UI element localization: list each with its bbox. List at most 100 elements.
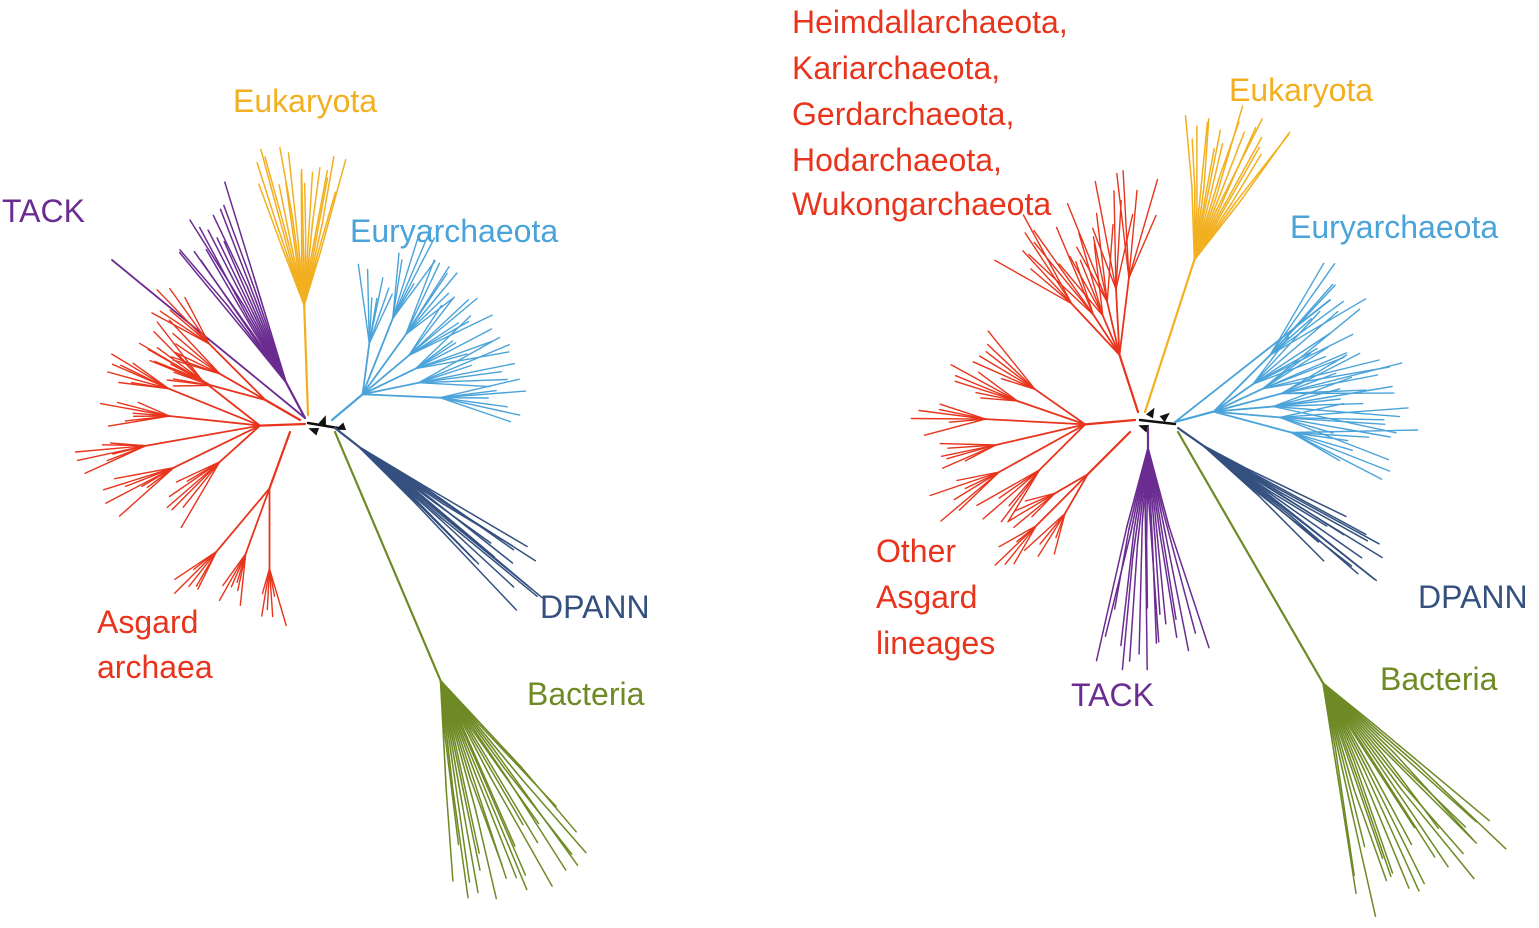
left-eukaryota-leaf bbox=[260, 148, 291, 258]
right-dpann-leaf bbox=[1249, 470, 1367, 536]
left-tack-leaf bbox=[223, 204, 255, 289]
right-heimdallarchaeota-branch bbox=[1101, 314, 1121, 356]
right-other-asgard-lower-leaf bbox=[1007, 492, 1056, 523]
left-euryarchaeota-leaf bbox=[392, 237, 436, 320]
right-euryarchaeota-leaf bbox=[1269, 263, 1336, 356]
left-asgard-upper-leaf bbox=[156, 289, 211, 345]
left-euryarchaeota-leaf bbox=[405, 262, 441, 336]
left-asgard-lower-leaf bbox=[261, 568, 271, 595]
left-euryarchaeota-leaf bbox=[415, 340, 494, 370]
left-euryarchaeota-leaf bbox=[408, 304, 443, 357]
left-bacteria-leaf bbox=[470, 727, 540, 825]
left-asgard-leaf bbox=[175, 461, 221, 483]
left-euryarchaeota-leaf bbox=[368, 287, 390, 345]
left-asgard-leaf bbox=[156, 321, 203, 381]
right-tack-leaf bbox=[1104, 533, 1132, 638]
right-tack-leaf bbox=[1128, 543, 1139, 662]
right-euryarchaeota-leaf bbox=[1278, 416, 1385, 421]
right-label-tack: TACK bbox=[1071, 677, 1154, 713]
left-label-asgard-line2: archaea bbox=[97, 649, 213, 685]
right-bacteria-leaf bbox=[1375, 777, 1413, 846]
right-euryarchaeota-leaf bbox=[1280, 374, 1379, 395]
right-euryarchaeota-leaf bbox=[1278, 407, 1409, 419]
left-eukaryota-leaf bbox=[300, 168, 304, 231]
left-eukaryota-leaf bbox=[264, 156, 285, 226]
right-other-asgard-branch bbox=[1038, 423, 1087, 471]
right-eukaryota-leaf bbox=[1211, 146, 1261, 232]
right-label-dpann: DPANN bbox=[1418, 579, 1528, 615]
right-label-heimdall-line1: Heimdallarchaeota, bbox=[792, 4, 1068, 40]
right-euryarchaeota-leaf bbox=[1269, 284, 1336, 356]
left-bacteria-leaf bbox=[474, 809, 498, 900]
left-asgard-lower-branch bbox=[215, 487, 271, 553]
right-heimdallarchaeota-leaf bbox=[1079, 259, 1104, 317]
left-bacteria-leaf bbox=[462, 788, 481, 871]
right-other-asgard-leaf bbox=[938, 408, 987, 420]
left-phylogenetic-tree bbox=[74, 146, 587, 900]
left-eukaryota-branch bbox=[303, 247, 323, 306]
right-euryarchaeota-leaf bbox=[1252, 310, 1339, 385]
left-asgard-lower-leaf bbox=[222, 553, 247, 587]
left-asgard-lower-stem bbox=[268, 430, 292, 490]
left-bacteria-leaf bbox=[454, 778, 471, 883]
right-bacteria-leaf bbox=[1353, 789, 1388, 882]
right-other-asgard-leaf bbox=[987, 343, 1036, 390]
right-other-asgard-branch bbox=[1034, 388, 1087, 426]
right-euryarchaeota-leaf bbox=[1262, 308, 1361, 390]
left-asgard-leaf bbox=[156, 347, 203, 381]
right-other-asgard-lower-leaf bbox=[1037, 512, 1066, 557]
right-other-asgard-lower-leaf bbox=[1053, 512, 1066, 555]
right-heimdallarchaeota-leaf bbox=[1075, 246, 1108, 303]
right-euryarchaeota-branch bbox=[1212, 410, 1293, 434]
right-bacteria-leaf bbox=[1352, 758, 1394, 874]
right-eukaryota-leaf bbox=[1203, 117, 1210, 187]
right-bacteria-leaf bbox=[1346, 737, 1410, 889]
left-asgard-lower-leaf bbox=[188, 550, 218, 588]
right-other-asgard-lower-leaf bbox=[1024, 492, 1056, 502]
right-bacteria-leaf bbox=[1352, 815, 1377, 918]
left-label-tack: TACK bbox=[2, 193, 85, 229]
left-euryarchaeota-leaf bbox=[415, 315, 472, 370]
right-other-asgard-leaf bbox=[939, 403, 987, 420]
right-dpann-leaf bbox=[1251, 487, 1353, 567]
left-tack-leaf bbox=[223, 240, 251, 302]
right-root-marker bbox=[1146, 407, 1155, 419]
right-other-asgard-leaf bbox=[955, 375, 1019, 402]
right-heimdallarchaeota-leaf bbox=[1128, 214, 1157, 279]
right-other-asgard-lower-leaf bbox=[1013, 492, 1056, 528]
left-asgard-upper-leaf bbox=[159, 310, 211, 345]
left-bacteria-leaf bbox=[503, 766, 573, 855]
left-asgard-leaf bbox=[113, 467, 175, 480]
left-asgard-upper-leaf bbox=[175, 343, 221, 375]
right-other-asgard-leaf bbox=[998, 469, 1041, 499]
right-eukaryota-leaf bbox=[1204, 147, 1215, 200]
right-euryarchaeota-leaf bbox=[1290, 431, 1370, 438]
right-tack-leaf bbox=[1159, 534, 1178, 639]
left-asgard-branch bbox=[167, 387, 261, 427]
left-dpann-leaf bbox=[442, 503, 513, 547]
right-other-asgard-leaf bbox=[918, 409, 987, 420]
right-bacteria-leaf bbox=[1337, 729, 1384, 860]
right-dpann-stem bbox=[1176, 426, 1204, 447]
right-heimdallarchaeota-leaf bbox=[1033, 229, 1095, 316]
right-euryarchaeota-leaf bbox=[1262, 359, 1380, 390]
left-euryarchaeota-leaf bbox=[439, 378, 520, 399]
left-asgard-upper-branch bbox=[208, 342, 267, 401]
left-dpann-leaf bbox=[435, 503, 492, 544]
right-euryarchaeota-leaf bbox=[1252, 355, 1327, 385]
left-asgard-leaf bbox=[109, 442, 147, 447]
right-other-asgard-leaf bbox=[1008, 469, 1041, 507]
left-euryarchaeota-leaf bbox=[439, 397, 521, 416]
left-asgard-leaf bbox=[76, 445, 147, 462]
left-eukaryota-leaf bbox=[320, 158, 347, 250]
left-asgard-leaf bbox=[99, 402, 171, 417]
right-euryarchaeota-leaf bbox=[1290, 429, 1419, 434]
left-asgard-leaf bbox=[124, 415, 171, 422]
right-tack-leaf bbox=[1148, 502, 1160, 643]
right-other-asgard-leaf bbox=[940, 471, 1000, 522]
left-bacteria-leaf bbox=[472, 734, 539, 844]
left-euryarchaeota-leaf bbox=[415, 328, 493, 370]
right-tack-leaf bbox=[1120, 528, 1135, 647]
left-eukaryota-leaf bbox=[315, 177, 329, 238]
